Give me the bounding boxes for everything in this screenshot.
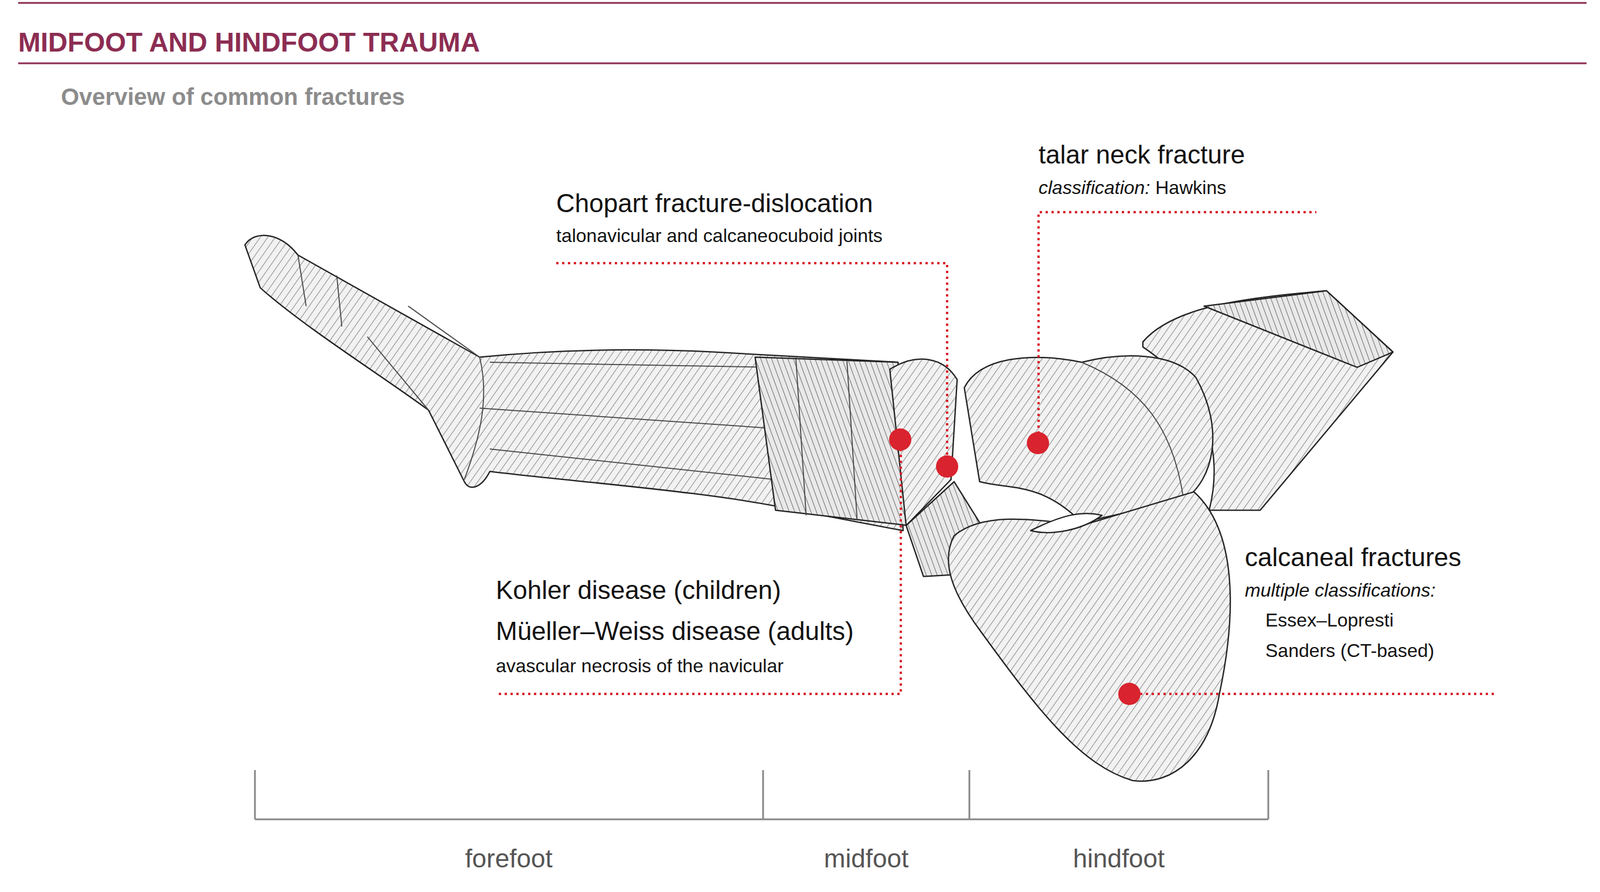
navicular-dot	[889, 428, 912, 451]
calcaneal-dot	[1118, 682, 1141, 706]
subtitle: Overview of common fractures	[60, 84, 405, 109]
leader-lines	[495, 212, 1496, 694]
callout-detail: Hawkins	[1155, 178, 1227, 197]
callout-detail: multiple classifications:	[1244, 580, 1436, 600]
callout-title: talar neck fracture	[1038, 141, 1245, 168]
chopart-dot	[935, 455, 959, 478]
bone-contours	[297, 254, 776, 480]
callout-detail: avascular necrosis of the navicular	[495, 656, 784, 676]
classification-name: Sanders (CT-based)	[1265, 641, 1435, 660]
callout-title: Müeller–Weiss disease (adults)	[495, 618, 854, 645]
region-label: hindfoot	[1073, 845, 1166, 872]
talar-dome	[1081, 362, 1184, 500]
region-label: midfoot	[824, 845, 909, 872]
navicular-leader	[495, 448, 901, 694]
sinus-tarsi	[1030, 513, 1103, 533]
marker-dots	[889, 428, 1141, 706]
callout-title: Chopart fracture-dislocation	[556, 190, 873, 217]
talar-leader	[1038, 212, 1317, 434]
foot-bones	[244, 235, 1394, 782]
title-rule	[18, 62, 1587, 65]
calcaneal-leader	[1139, 692, 1496, 696]
cuneiforms	[754, 356, 908, 526]
callout-title: Kohler disease (children)	[495, 577, 782, 604]
classification-name: Essex–Lopresti	[1265, 610, 1394, 630]
tibia-cut	[1203, 290, 1393, 368]
callout-title: calcaneal fractures	[1244, 544, 1462, 571]
callout-detail: classification:	[1038, 178, 1150, 197]
page-title: MIDFOOT AND HINDFOOT TRAUMA	[18, 28, 480, 56]
top-rule	[18, 2, 1587, 5]
region-label: forefoot	[464, 845, 553, 872]
calcaneus	[948, 491, 1231, 782]
chopart-leader	[556, 263, 948, 458]
region-bracket	[254, 770, 1269, 820]
talar-dot	[1026, 431, 1050, 455]
callout-detail: talonavicular and calcaneocuboid joints	[556, 226, 883, 245]
cuneiform-joints	[795, 359, 857, 521]
